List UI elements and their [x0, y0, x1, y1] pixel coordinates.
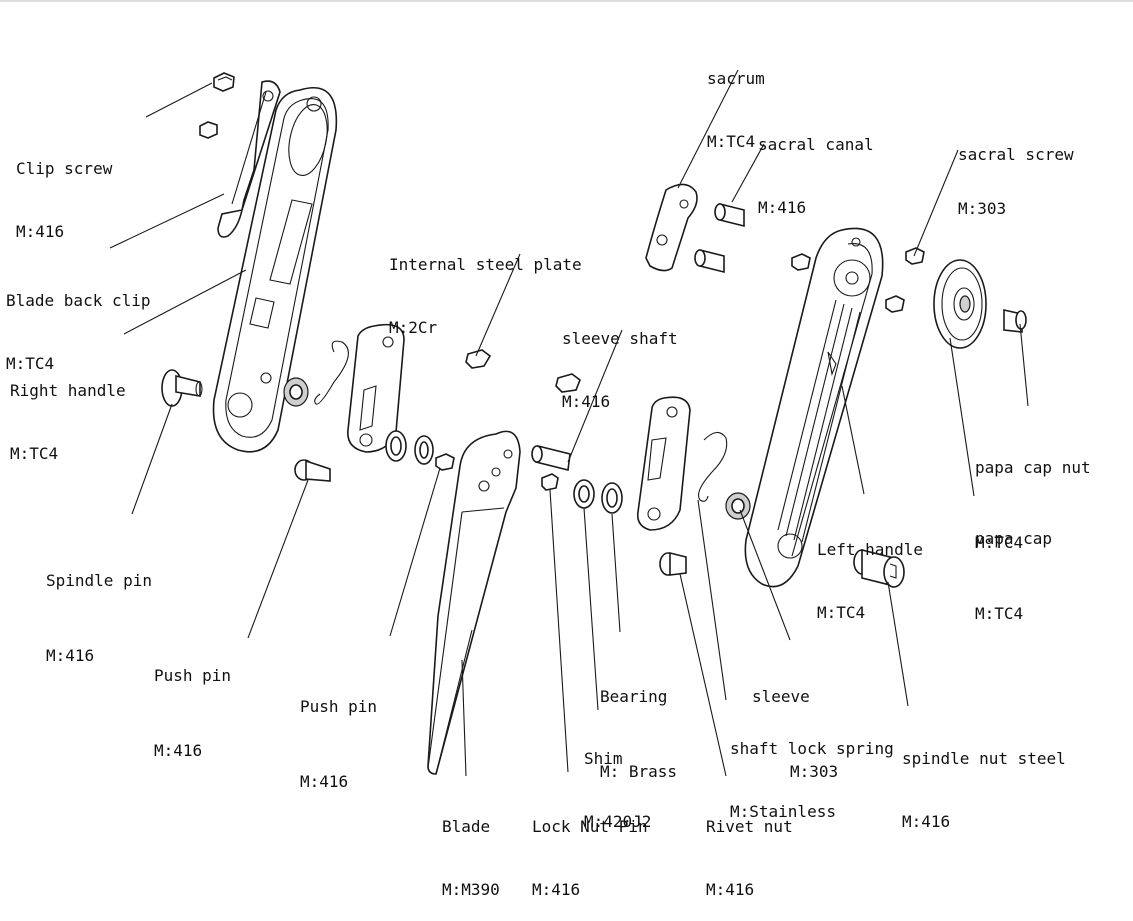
label-push-pin-left-material: M:416 — [154, 741, 203, 760]
label-right-handle-name: Right handle — [10, 381, 126, 400]
label-sacral-canal-material: M:416 — [758, 198, 807, 217]
label-blade-back-clip: Blade back clip M:TC4 — [6, 248, 151, 395]
label-spindle-pin-material: M:416 — [46, 646, 95, 665]
label-sleeve-shaft-name: sleeve shaft — [562, 329, 678, 348]
label-shim-material: M:420J2 — [584, 812, 652, 831]
papa-cap-part — [933, 259, 987, 349]
label-blade: Blade M:M390 — [442, 774, 500, 921]
label-sacral-canal: sacral canal M:416 — [758, 92, 874, 239]
label-blade-back-clip-material: M:TC4 — [6, 354, 55, 373]
spindle-pin-part — [161, 369, 203, 407]
exploded-view-diagram: Clip screw M:416 Blade back clip M:TC4 R… — [0, 0, 1133, 899]
label-sleeve: sleeve M:303 — [752, 634, 838, 809]
label-sacrum-material: M:TC4 — [707, 132, 756, 151]
lock-bar-plate-part — [636, 396, 691, 531]
label-push-pin-left: Push pin M:416 — [154, 613, 231, 788]
label-bearing-material: M: Brass — [600, 762, 678, 781]
label-left-handle: Left handle M:TC4 — [817, 497, 923, 644]
label-clip-screw-material: M:416 — [16, 222, 65, 241]
label-clip-screw: Clip screw M:416 — [16, 116, 112, 263]
label-push-pin-mid-name: Push pin — [300, 697, 378, 716]
label-internal-steel-plate-name: Internal steel plate — [389, 255, 582, 274]
label-bearing: Bearing M: Brass — [600, 634, 677, 809]
shaft-lock-spring-part — [697, 431, 728, 502]
lock-spring-left-part — [314, 340, 349, 405]
sacral-canal-part — [694, 202, 745, 274]
label-sacral-screw: sacral screw M:303 — [958, 110, 1074, 236]
label-spindle-pin: Spindle pin M:416 — [46, 518, 152, 693]
label-lock-nut-pin: Lock Nut Pin M:416 — [532, 774, 648, 921]
sacrum-part — [645, 183, 698, 272]
small-pins-part — [435, 349, 581, 491]
left-handle-part — [744, 227, 884, 588]
clip-screw-part — [199, 72, 235, 139]
label-left-handle-material: M:TC4 — [817, 603, 866, 622]
label-spindle-nut-steel: spindle nut steel M:416 — [902, 706, 1066, 853]
label-internal-steel-plate: Internal steel plate M:2Cr — [389, 212, 582, 359]
label-sleeve-name: sleeve — [752, 687, 810, 706]
label-right-handle-material: M:TC4 — [10, 444, 59, 463]
spindle-nut-steel-part — [853, 548, 905, 588]
label-shaft-lock-spring-material: M:Stainless — [730, 802, 836, 821]
label-shim-name: Shim — [584, 749, 623, 768]
right-handle-part — [212, 87, 338, 453]
papa-cap-nut-part — [1003, 309, 1027, 333]
blade-part — [427, 430, 521, 775]
label-blade-material: M:M390 — [442, 880, 500, 899]
label-papa-cap-name: papa cap — [975, 529, 1053, 548]
rivet-nut-part — [659, 551, 687, 576]
label-sleeve-shaft-material: M:416 — [562, 392, 611, 411]
label-sacral-screw-name: sacral screw — [958, 145, 1074, 164]
label-lock-nut-pin-material: M:416 — [532, 880, 581, 899]
washers-left-part — [385, 430, 434, 465]
label-sacrum-name: sacrum — [707, 69, 765, 88]
label-internal-steel-plate-material: M:2Cr — [389, 318, 438, 337]
push-pin-left-part — [294, 459, 331, 482]
label-rivet-nut: Rivet nut M:416 — [706, 774, 793, 921]
label-papa-cap-material: M:TC4 — [975, 604, 1024, 623]
sleeve-shaft-part — [531, 445, 571, 471]
label-papa-cap-nut-name: papa cap nut — [975, 458, 1091, 477]
label-right-handle: Right handle M:TC4 — [10, 338, 126, 485]
sleeve-part — [725, 492, 751, 520]
label-papa-cap-nut: papa cap nut M:TC4 — [975, 405, 1091, 580]
label-sleeve-material: M:303 — [790, 762, 839, 781]
leader-lines — [109, 69, 1029, 777]
label-sacral-canal-name: sacral canal — [758, 135, 874, 154]
washers-right-part — [573, 479, 623, 514]
label-clip-screw-name: Clip screw — [16, 159, 113, 178]
label-papa-cap-nut-material: M:TC4 — [975, 533, 1024, 552]
label-sacral-screw-material: M:303 — [958, 199, 1007, 218]
label-bearing-name: Bearing — [600, 687, 668, 706]
label-push-pin-mid-material: M:416 — [300, 772, 349, 791]
label-papa-cap: papa cap M:TC4 — [975, 476, 1052, 651]
drawing-layer — [0, 0, 1133, 777]
label-shaft-lock-spring: shaft lock spring M:Stainless — [730, 696, 894, 843]
label-push-pin-mid: Push pin M:416 — [300, 644, 377, 819]
handle-screws-part — [791, 247, 925, 313]
internal-steel-plate-part — [347, 323, 405, 453]
label-blade-back-clip-name: Blade back clip — [6, 291, 151, 310]
label-spindle-nut-steel-material: M:416 — [902, 812, 951, 831]
label-shaft-lock-spring-name: shaft lock spring — [730, 739, 894, 758]
blade-back-clip-part — [217, 80, 281, 238]
label-spindle-nut-steel-name: spindle nut steel — [902, 749, 1066, 768]
label-rivet-nut-material: M:416 — [706, 880, 755, 899]
label-push-pin-left-name: Push pin — [154, 666, 232, 685]
bushing-part — [283, 377, 309, 407]
label-sleeve-shaft: sleeve shaft M:416 — [562, 286, 678, 433]
label-shim: Shim M:420J2 — [584, 706, 651, 853]
label-left-handle-name: Left handle — [817, 540, 923, 559]
label-sacrum: sacrum M:TC4 — [707, 26, 765, 173]
label-spindle-pin-name: Spindle pin — [46, 571, 152, 590]
